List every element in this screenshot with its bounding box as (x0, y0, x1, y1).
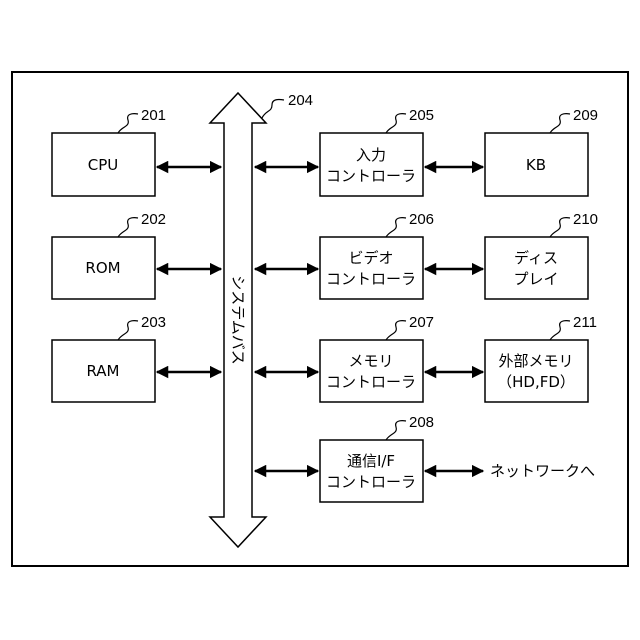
network-label: ネットワークへ (490, 462, 595, 480)
keyboard-label: KB (526, 156, 546, 174)
ram-label: RAM (86, 362, 119, 380)
external-memory-label-line2: （HD,FD） (497, 373, 575, 391)
cpu-label: CPU (88, 156, 119, 174)
memory-controller-label-line2: コントローラ (326, 373, 416, 391)
video-controller-ref: 206 (409, 211, 434, 228)
input-controller-label-line1: 入力 (356, 146, 386, 164)
rom-ref: 202 (141, 211, 166, 228)
input-controller-label-line2: コントローラ (326, 167, 416, 185)
external-memory-label-line1: 外部メモリ (498, 352, 573, 370)
ram-ref: 203 (141, 314, 166, 331)
rom-label: ROM (85, 259, 120, 277)
display-box (485, 237, 588, 299)
comm-controller-label-line2: コントローラ (326, 473, 416, 491)
external-memory-ref: 211 (573, 314, 597, 331)
comm-controller-box (320, 440, 423, 502)
input-controller-ref: 205 (409, 107, 434, 124)
video-controller-box (320, 237, 423, 299)
input-controller-box (320, 133, 423, 196)
video-controller-label-line2: コントローラ (326, 270, 416, 288)
system-bus-label: システムバス (229, 275, 247, 365)
system-bus-ref: 204 (288, 92, 313, 109)
memory-controller-ref: 207 (409, 314, 434, 331)
external-memory-box (485, 340, 588, 402)
keyboard-ref: 209 (573, 107, 598, 124)
memory-controller-label-line1: メモリ (348, 352, 393, 370)
memory-controller-box (320, 340, 423, 402)
cpu-ref: 201 (141, 107, 166, 124)
display-label-line1: ディス (514, 249, 558, 267)
video-controller-label-line1: ビデオ (348, 249, 393, 267)
comm-controller-ref: 208 (409, 414, 434, 431)
comm-controller-label-line1: 通信I/F (347, 452, 395, 470)
display-label-line2: プレイ (513, 270, 558, 288)
display-ref: 210 (573, 211, 598, 228)
